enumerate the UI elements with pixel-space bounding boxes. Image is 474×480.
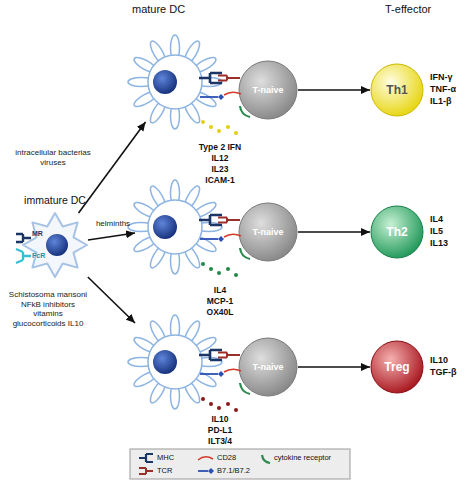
- cell-marker-text: MCP-1: [175, 296, 265, 306]
- cytokine-dots: [201, 397, 238, 412]
- mhc-legend-symbol: [139, 454, 153, 462]
- mature-dc-node: IL10PD-L1ILT3/4: [135, 322, 215, 402]
- cell-marker-text: IL1-β: [430, 96, 474, 107]
- cytokine-dots: [201, 120, 238, 135]
- cell-marker-text: IFN-γ: [430, 72, 474, 83]
- b7-legend-symbol: [198, 470, 208, 472]
- cell-marker-text: IL23: [175, 164, 265, 174]
- cell-marker-text: OX40L: [175, 307, 265, 317]
- cell-circle: [239, 203, 297, 261]
- cell-marker-text: ILT3/4: [175, 436, 265, 446]
- arrow-connector: [88, 277, 135, 323]
- legend-box: [130, 449, 350, 479]
- naive-t-cell: T-naive: [238, 337, 298, 397]
- cell-name: Treg: [370, 340, 424, 394]
- cell-marker-text: immature DC: [0, 194, 110, 207]
- cell-marker-text: IL13: [430, 238, 474, 249]
- edge-label: intracellular bacterias viruses: [8, 148, 98, 167]
- cell-marker-text: TGF-β: [430, 367, 474, 378]
- effector-t-cell: Th1IFN-γTNF-αIL1-β: [370, 63, 424, 117]
- cytokine-dot: [234, 273, 238, 277]
- edge-label: helminths: [90, 219, 136, 229]
- naive-t-cell: T-naive: [238, 60, 298, 120]
- cytokine-dot: [234, 131, 238, 135]
- legend-text: B7.1/B7.2: [217, 466, 250, 476]
- cytokine-receptor-legend-symbol: [262, 455, 270, 463]
- cell-marker-text: IL4: [175, 285, 265, 295]
- immature-dc-drawing: [23, 213, 87, 277]
- mannose-receptor-symbol: [16, 234, 31, 242]
- figure-label: FcR: [32, 252, 45, 260]
- edge-label: Schistosoma mansoni NFkB inhibitors vita…: [6, 290, 90, 328]
- mature-dc-node: IL4MCP-1OX40L: [135, 187, 215, 267]
- cytokine-dot: [217, 129, 221, 133]
- legend-text: TCR: [157, 466, 172, 476]
- cytokine-dot: [217, 406, 221, 410]
- arrow-connector: [79, 122, 146, 213]
- cell-marker-text: IL4: [430, 214, 474, 225]
- nucleus: [46, 234, 68, 256]
- cell-name: T-naive: [238, 60, 298, 120]
- cell-marker-text: IL12: [175, 153, 265, 163]
- cell-circle: [239, 338, 297, 396]
- cell-circle: [239, 61, 297, 119]
- figure-label: T-effector: [385, 3, 431, 16]
- legend-text: CD28: [217, 453, 236, 463]
- cell-marker-text: PD-L1: [175, 425, 265, 435]
- cd28-legend-symbol: [198, 457, 213, 460]
- cytokine-dot: [201, 262, 205, 266]
- arrow-connector: [88, 233, 135, 240]
- legend-text: cytokine receptor: [274, 453, 331, 463]
- cell-name: Th1: [370, 63, 424, 117]
- arrow-connector: [298, 231, 370, 233]
- fc-receptor-symbol: [16, 249, 31, 263]
- cytokine-dot: [201, 120, 205, 124]
- effector-t-cell: TregIL10TGF-β: [370, 340, 424, 394]
- legend-text: MHC: [157, 453, 174, 463]
- cell-circle: [371, 206, 423, 258]
- cytokine-dot: [226, 267, 230, 271]
- cell-name: T-naive: [238, 202, 298, 262]
- immature-dc-node: immature DC: [22, 213, 88, 277]
- effector-t-cell: Th2IL4IL5IL13: [370, 205, 424, 259]
- cell-marker-text: IL5: [430, 226, 474, 237]
- mature-dc-drawing: [128, 180, 222, 274]
- figure-label: mature DC: [132, 3, 185, 16]
- cell-marker-text: IL10: [175, 414, 265, 424]
- naive-t-cell: T-naive: [238, 202, 298, 262]
- mature-dc-drawing: [128, 315, 222, 409]
- cell-name: T-naive: [238, 337, 298, 397]
- cytokine-dot: [201, 397, 205, 401]
- cytokine-dot: [209, 125, 213, 129]
- cell-circle: [371, 341, 423, 393]
- cytokine-dot: [234, 408, 238, 412]
- cell-circle: [371, 64, 423, 116]
- arrow-connector: [298, 366, 370, 368]
- cytokine-dots: [201, 262, 238, 277]
- cytokine-dot: [226, 125, 230, 129]
- mature-dc-node: Type 2 IFNIL12IL23ICAM-1: [135, 42, 215, 122]
- b7-legend-symbol: [208, 468, 214, 474]
- arrow-connector: [298, 89, 370, 91]
- cell-marker-text: TNF-α: [430, 84, 474, 95]
- cytokine-dot: [209, 402, 213, 406]
- cell-marker-text: Type 2 IFN: [175, 142, 265, 152]
- cytokine-dot: [226, 402, 230, 406]
- cytokine-dot: [217, 271, 221, 275]
- figure-label: MR: [32, 230, 43, 238]
- cell-marker-text: ICAM-1: [175, 175, 265, 185]
- tcr-legend-symbol: [139, 468, 153, 474]
- cell-name: Th2: [370, 205, 424, 259]
- cell-marker-text: IL10: [430, 355, 474, 366]
- cytokine-dot: [209, 267, 213, 271]
- mature-dc-drawing: [128, 35, 222, 129]
